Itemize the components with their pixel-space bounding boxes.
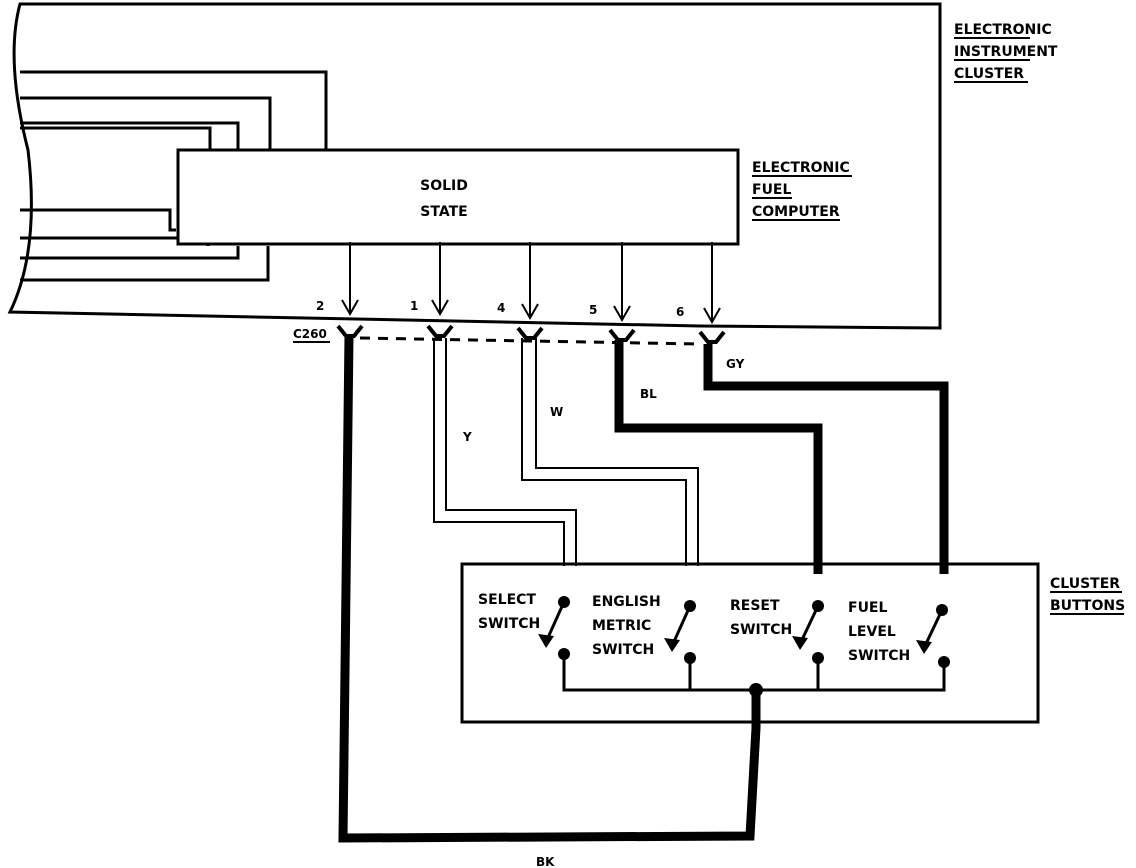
wire-bk [338,335,761,843]
connector-label: C260 [293,327,327,341]
cluster-internal-wiring [20,70,328,282]
buttons-label-line-1: CLUSTER [1050,576,1120,592]
fuel-level-switch [916,604,950,668]
fuel-switch-label-2: LEVEL [848,624,896,640]
wire-label-bk: BK [536,855,555,868]
english-switch-label-1: ENGLISH [592,594,661,610]
select-switch-label-1: SELECT [478,592,536,608]
english-switch-label-2: METRIC [592,618,651,634]
pin-2: 2 [316,299,324,313]
solid-state-line-2: STATE [420,204,467,220]
cluster-label-line-1: ELECTRONIC [954,22,1052,38]
select-switch [538,596,570,660]
computer-label-line-2: FUEL [752,182,791,198]
cluster-label-line-3: CLUSTER [954,66,1024,82]
pin-1: 1 [410,299,418,313]
fuel-computer-box [176,148,740,246]
solid-state-line-1: SOLID [420,178,468,194]
connector-c260: C260 [293,324,726,346]
reset-switch [792,600,824,664]
english-metric-switch [664,600,696,664]
wire-y [433,338,577,566]
pin-5: 5 [589,303,597,317]
reset-switch-label-1: RESET [730,598,780,614]
select-switch-label-2: SWITCH [478,616,540,632]
cluster-label-line-2: INSTRUMENT [954,44,1058,60]
wire-w [521,338,699,566]
reset-switch-label-2: SWITCH [730,622,792,638]
fuel-switch-label-3: SWITCH [848,648,910,664]
computer-output-leads [341,242,721,325]
buttons-label-line-2: BUTTONS [1050,598,1125,614]
wire-gy [703,344,949,574]
wire-bl [614,340,823,574]
pin-4: 4 [497,301,505,315]
wire-label-w: W [550,405,563,419]
bus-junction [749,683,763,697]
wire-label-bl: BL [640,387,657,401]
computer-label-line-3: COMPUTER [752,204,840,220]
computer-label-line-1: ELECTRONIC [752,160,850,176]
cluster-buttons-box [460,562,1040,724]
instrument-cluster-outline [7,2,942,330]
wire-label-gy: GY [726,357,745,371]
fuel-switch-label-1: FUEL [848,600,887,616]
wire-label-y: Y [462,430,472,444]
english-switch-label-3: SWITCH [592,642,654,658]
pin-6: 6 [676,305,684,319]
